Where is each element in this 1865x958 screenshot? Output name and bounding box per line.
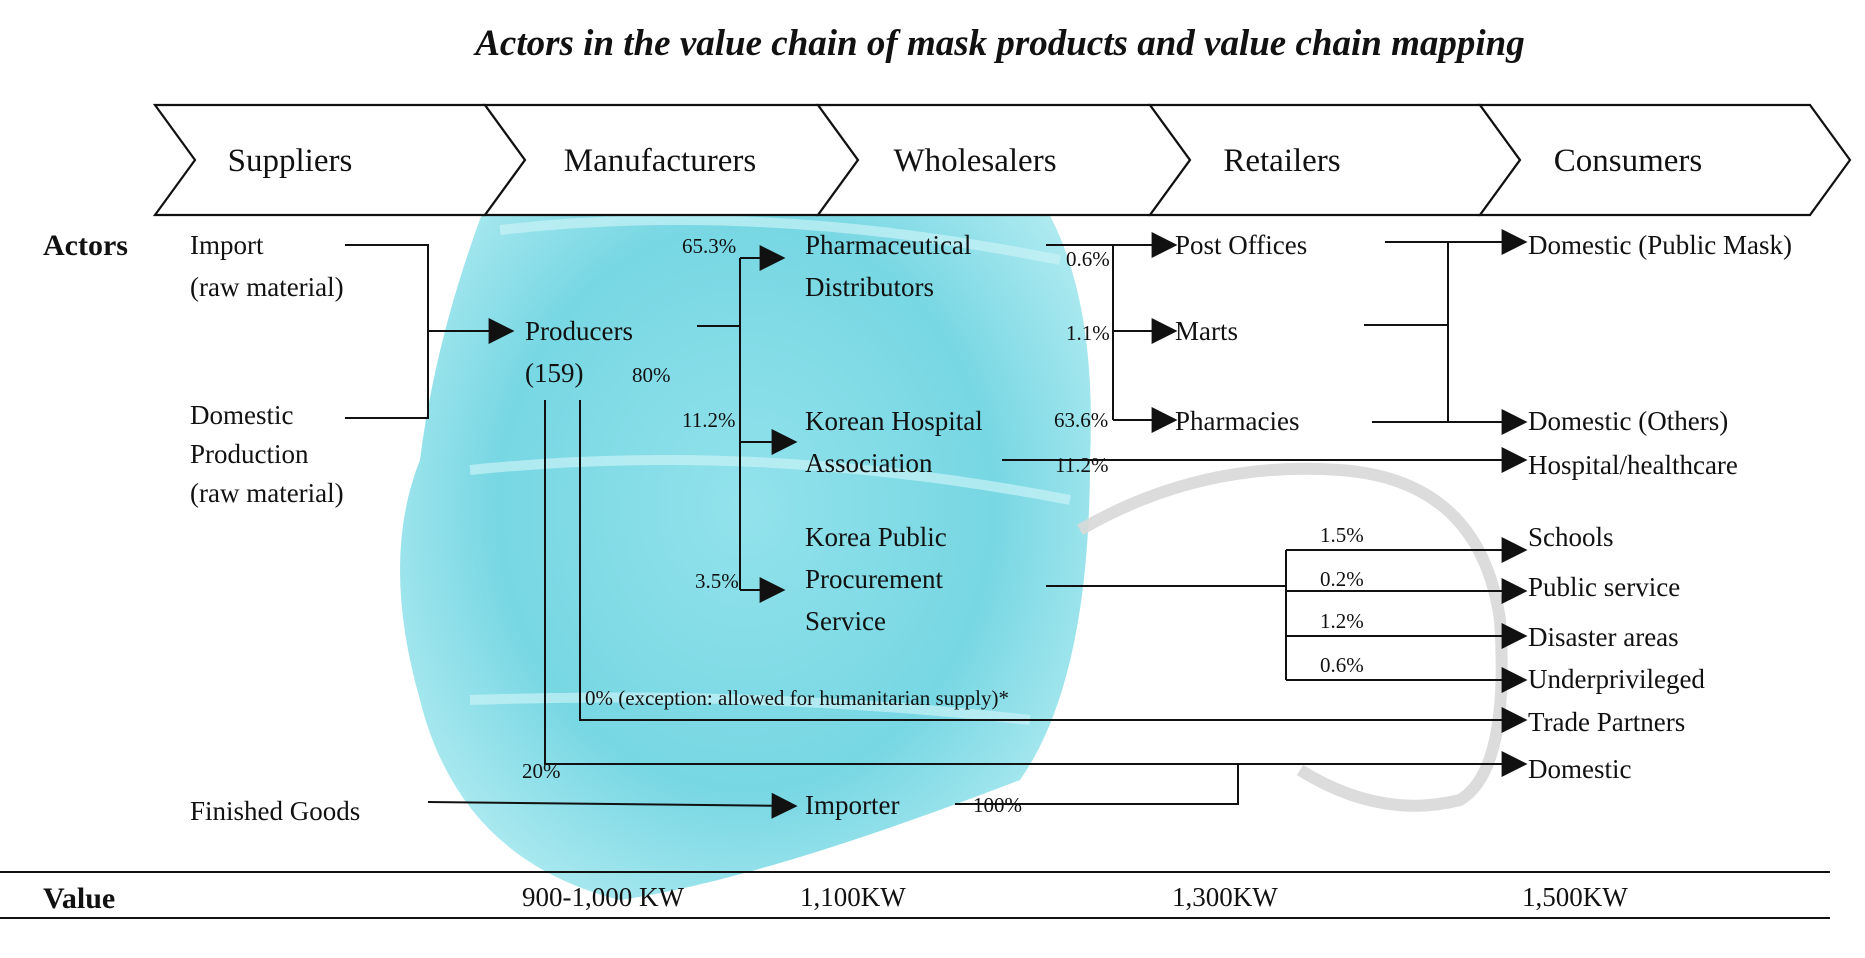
stage-consumers: Consumers <box>1477 103 1852 217</box>
consumer-hospital-healthcare: Hospital/healthcare <box>1528 450 1738 480</box>
supplier-finished-goods: Finished Goods <box>190 796 360 826</box>
retailer-post-offices: Post Offices <box>1175 230 1307 260</box>
pct-marts: 1.1% <box>1066 321 1110 345</box>
arrow-to-trade-partners <box>579 400 1528 733</box>
stage-wholesalers-label: Wholesalers <box>893 143 1056 179</box>
flow-connectors <box>345 229 1528 819</box>
value-retailers: 1,300KW <box>1172 882 1278 912</box>
pct-disaster: 1.2% <box>1320 609 1364 633</box>
kpps-line3: Service <box>805 606 886 636</box>
actors-row-label: Actors <box>43 229 128 262</box>
consumer-schools: Schools <box>1528 522 1614 552</box>
importer-label: Importer <box>805 790 899 820</box>
stage-consumers-label: Consumers <box>1554 143 1703 179</box>
arrow-to-domestic-direct <box>544 400 1528 777</box>
stage-suppliers-label: Suppliers <box>228 143 353 179</box>
pharma-distributors-line2: Distributors <box>805 272 934 302</box>
consumers-column: Domestic (Public Mask) Domestic (Others)… <box>1528 230 1792 784</box>
consumer-underprivileged: Underprivileged <box>1528 664 1705 694</box>
pct-hospital: 11.2% <box>1055 453 1108 477</box>
importer-to-domestic <box>955 763 1300 805</box>
mask-illustration <box>400 114 1508 901</box>
value-wholesalers: 1,100KW <box>800 882 906 912</box>
pct-export-note: 0% (exception: allowed for humanitarian … <box>585 686 1009 710</box>
manufacturers-column: Producers (159) 80% <box>525 316 671 388</box>
kpps-line2: Procurement <box>805 564 943 594</box>
stage-retailers: Retailers <box>1147 103 1522 217</box>
supplier-domestic-line1: Domestic <box>190 400 293 430</box>
supplier-domestic-line3: (raw material) <box>190 478 344 508</box>
pct-to-kha: 11.2% <box>682 408 735 432</box>
stage-manufacturers-label: Manufacturers <box>564 143 756 179</box>
pct-public-service: 0.2% <box>1320 567 1364 591</box>
value-manufacturers: 900-1,000 KW <box>522 882 684 912</box>
pct-pharmacies: 63.6% <box>1054 408 1108 432</box>
pct-to-kpps: 3.5% <box>695 569 739 593</box>
arrow-to-importer <box>427 792 798 819</box>
value-row-label: Value <box>43 882 115 915</box>
kha-line1: Korean Hospital <box>805 406 983 436</box>
pct-underprivileged: 0.6% <box>1320 653 1364 677</box>
stage-manufacturers: Manufacturers <box>482 103 860 217</box>
pct-post-offices: 0.6% <box>1066 247 1110 271</box>
retailer-marts: Marts <box>1175 316 1238 346</box>
supplier-domestic-line2: Production <box>190 439 309 469</box>
supplier-bracket <box>345 244 429 419</box>
retailers-column: Post Offices Marts Pharmacies <box>1175 230 1307 436</box>
pct-importer: 100% <box>973 793 1022 817</box>
stage-retailers-label: Retailers <box>1223 143 1340 179</box>
consumer-public-service: Public service <box>1528 572 1680 602</box>
consumer-disaster-areas: Disaster areas <box>1528 622 1679 652</box>
value-consumers: 1,500KW <box>1522 882 1628 912</box>
pct-schools: 1.5% <box>1320 523 1364 547</box>
wholesalers-column: Pharmaceutical Distributors Korean Hospi… <box>805 230 983 820</box>
supplier-import-line1: Import <box>190 230 264 260</box>
diagram-title: Actors in the value chain of mask produc… <box>473 23 1524 64</box>
kha-line2: Association <box>805 448 933 478</box>
flow-percentages: 65.3% 11.2% 3.5% 0.6% 1.1% 63.6% 11.2% 1… <box>522 234 1364 817</box>
pharma-distributors-line1: Pharmaceutical <box>805 230 971 260</box>
supplier-import-line2: (raw material) <box>190 272 344 302</box>
pct-domestic-direct: 20% <box>522 759 561 783</box>
stage-header-row: Suppliers Manufacturers Wholesalers Reta… <box>152 103 1852 217</box>
suppliers-column: Import (raw material) Domestic Productio… <box>190 230 360 826</box>
pct-to-pharma: 65.3% <box>682 234 736 258</box>
retailer-pharmacies: Pharmacies <box>1175 406 1299 436</box>
consumer-domestic: Domestic <box>1528 754 1631 784</box>
producers-count: (159) <box>525 358 583 388</box>
consumer-domestic-others: Domestic (Others) <box>1528 406 1728 436</box>
stage-wholesalers: Wholesalers <box>815 103 1192 217</box>
consumer-trade-partners: Trade Partners <box>1528 707 1685 737</box>
producers-label: Producers <box>525 316 633 346</box>
value-row: 900-1,000 KW 1,100KW 1,300KW 1,500KW <box>522 882 1628 912</box>
stage-suppliers: Suppliers <box>152 103 527 217</box>
kpps-line1: Korea Public <box>805 522 947 552</box>
consumer-domestic-public-mask: Domestic (Public Mask) <box>1528 230 1792 260</box>
producers-share: 80% <box>632 363 671 387</box>
